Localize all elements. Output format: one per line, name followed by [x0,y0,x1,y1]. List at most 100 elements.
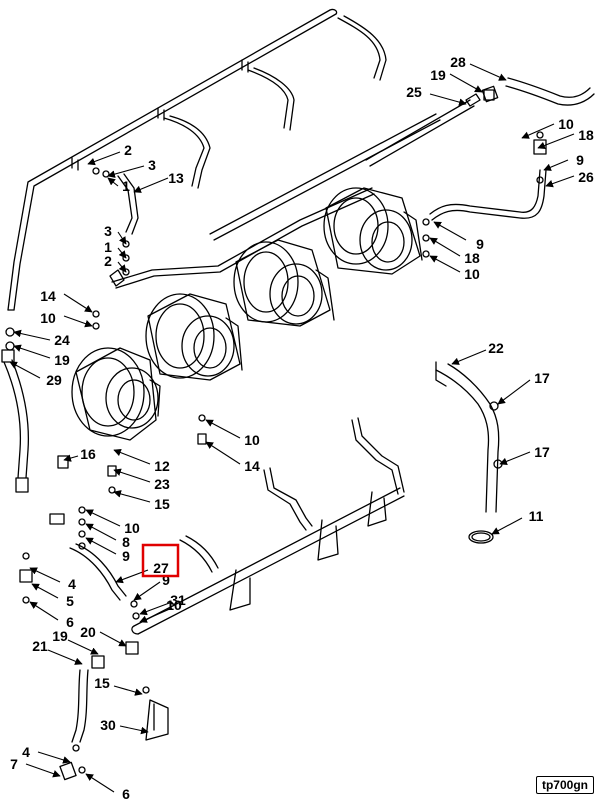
callout-label-3: 3 [104,223,112,239]
callout-leader-15 [113,490,151,503]
callout-leader-10 [85,509,121,527]
hose-bottom [59,669,89,781]
callout-leader-31 [139,601,173,616]
callout-label-14: 14 [40,288,56,304]
manifold-brackets [229,491,387,611]
turbocharger-1 [71,347,161,441]
callout-label-10: 10 [464,266,480,282]
callout-leader-10 [521,123,555,139]
callout-leader-6 [85,773,115,793]
turbocharger-2 [145,293,243,381]
figure-reference-code: tp700gn [535,776,594,794]
callout-leader-29 [9,361,41,379]
callout-label-22: 22 [488,340,504,356]
callout-leader-10 [205,419,241,439]
callout-label-19: 19 [52,628,68,644]
callout-leader-15 [113,685,143,696]
callout-leader-28 [469,63,507,81]
callout-label-4: 4 [22,744,30,760]
callout-label-23: 23 [154,476,170,492]
callout-label-17: 17 [534,444,550,460]
hose-26 [429,139,547,221]
callout-label-10: 10 [244,432,260,448]
callout-label-10: 10 [558,116,574,132]
callout-label-1: 1 [104,239,112,255]
callout-label-2: 2 [104,253,112,269]
callout-label-24: 24 [54,332,70,348]
callout-leader-20 [99,631,127,647]
callout-label-10: 10 [166,597,182,613]
callout-leader-14 [63,293,93,313]
callout-label-29: 29 [46,372,62,388]
callout-leader-12 [113,448,151,465]
callout-label-15: 15 [94,675,110,691]
callout-label-15: 15 [154,496,170,512]
callout-label-30: 30 [100,717,116,733]
oil-supply-rail [7,8,338,311]
line-art [1,8,595,781]
callout-leader-9 [85,537,117,555]
callout-leader-10 [139,607,173,623]
callout-leader-26 [545,175,575,188]
callout-label-10: 10 [124,520,140,536]
callout-label-14: 14 [244,458,260,474]
callout-label-25: 25 [406,84,422,100]
callout-label-6: 6 [66,614,74,630]
callout-leader-10 [63,315,93,328]
callout-label-8: 8 [122,534,130,550]
callout-leader-4 [29,567,61,583]
callout-leader-30 [119,725,149,735]
callout-leader-19 [449,73,483,93]
callout-label-19: 19 [54,352,70,368]
callout-leader-9 [133,581,161,601]
callout-label-7: 7 [10,756,18,772]
callout-label-6: 6 [122,786,130,800]
bracket-30 [145,699,169,741]
callout-label-4: 4 [68,576,76,592]
turbocharger-3 [233,239,335,327]
callout-leader-19 [67,639,99,655]
callout-label-19: 19 [430,67,446,83]
feed-line-turbo-3 [247,67,295,131]
callout-label-2: 2 [124,142,132,158]
callout-leader-2 [117,261,127,273]
callout-label-10: 10 [40,310,56,326]
callout-label-12: 12 [154,458,170,474]
turbocharger-4 [323,187,423,275]
callout-label-13: 13 [168,170,184,186]
callout-label-3: 3 [148,157,156,173]
callout-label-9: 9 [476,236,484,252]
callout-leader-1 [107,177,119,187]
callout-label-20: 20 [80,624,96,640]
callout-leader-3 [117,231,127,245]
callout-highlight-box [141,543,180,578]
drain-line-turbo-2 [263,467,313,531]
callout-label-18: 18 [464,250,480,266]
bar-25 [365,93,481,167]
callout-label-11: 11 [529,508,544,524]
callout-leader-23 [113,468,151,483]
exhaust-elbow-22 [435,361,500,513]
feed-line-turbo-2 [163,115,211,189]
callout-leader-2 [87,151,121,166]
callout-leader-22 [451,349,487,365]
callout-leader-1 [117,247,127,259]
callout-label-9: 9 [576,152,584,168]
callout-leader-21 [47,649,83,665]
callout-label-5: 5 [66,593,74,609]
hose-27 [69,535,219,601]
callout-leader-18 [537,133,575,150]
callout-leader-10 [429,255,461,273]
leader-layer [9,63,575,793]
callout-leader-4 [37,751,71,764]
callout-leader-24 [13,329,51,341]
callout-leader-17 [499,451,531,466]
callout-label-21: 21 [32,638,48,654]
callout-label-18: 18 [578,127,594,143]
callout-label-1: 1 [122,178,130,194]
callout-label-26: 26 [578,169,594,185]
callout-leader-25 [429,93,467,106]
pipe-13 [117,173,139,235]
